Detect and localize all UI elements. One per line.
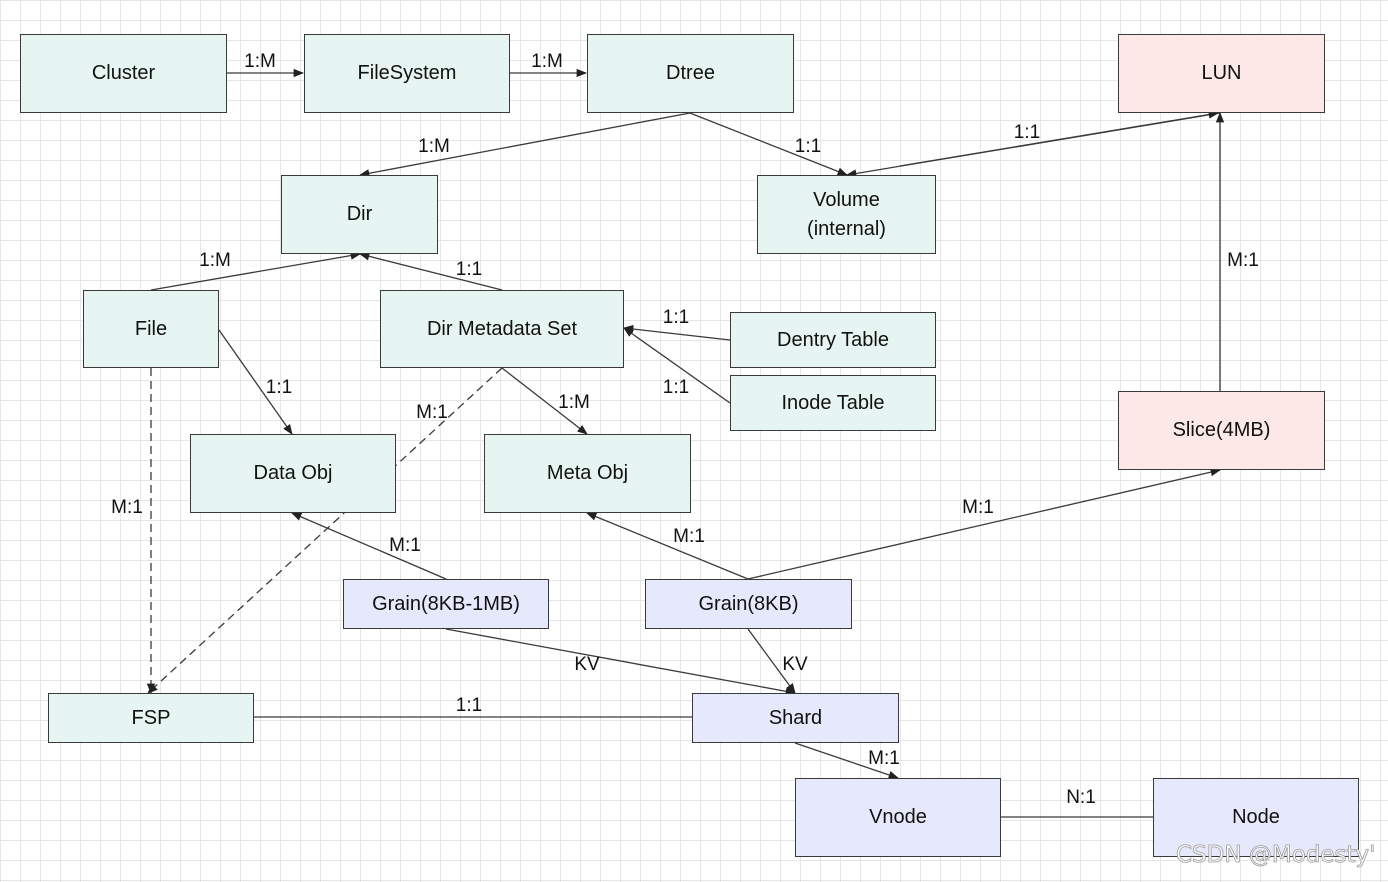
node-grain-8kb[interactable]: Grain(8KB): [645, 579, 852, 629]
edge-grainlarge-shard: [445, 628, 797, 696]
edge-label-grainlarge-shard: KV: [574, 654, 600, 675]
node-vnode[interactable]: Vnode: [795, 778, 1001, 857]
edge-label-shard-vnode: M:1: [868, 748, 900, 769]
edge-grainsmall-metaobj: [586, 512, 749, 580]
node-shard[interactable]: Shard: [692, 693, 899, 743]
node-cluster[interactable]: Cluster: [20, 34, 227, 113]
node-data-obj[interactable]: Data Obj: [190, 434, 396, 513]
edge-label-dtree-volume: 1:1: [794, 136, 822, 157]
edge-label-fsp-shard: 1:1: [455, 695, 483, 716]
edge-label-filesystem-dtree: 1:M: [531, 51, 563, 72]
node-meta-obj[interactable]: Meta Obj: [484, 434, 691, 513]
edge-label-grainsmall-shard: KV: [782, 654, 808, 675]
edge-label-grainsmall-metaobj: M:1: [673, 526, 705, 547]
node-dentry-table[interactable]: Dentry Table: [730, 312, 936, 368]
edge-label-cluster-filesystem: 1:M: [244, 51, 276, 72]
edge-dentry-dms: [622, 324, 731, 341]
edge-grainsmall-slice: [747, 468, 1222, 580]
edge-file-dataobj: [218, 329, 293, 435]
edge-label-slice-lun: M:1: [1227, 250, 1259, 271]
edge-shard-vnode: [794, 742, 899, 779]
node-filesystem[interactable]: FileSystem: [304, 34, 510, 113]
node-fsp[interactable]: FSP: [48, 693, 254, 743]
edge-label-vnode-node: N:1: [1066, 787, 1096, 808]
edge-label-file-fsp: M:1: [111, 497, 143, 518]
node-dir[interactable]: Dir: [281, 175, 438, 254]
edge-label-dms-metaobj: 1:M: [558, 392, 590, 413]
edge-dms-fsp: [147, 367, 503, 694]
edge-dtree-dir: [358, 112, 691, 178]
node-dtree[interactable]: Dtree: [587, 34, 794, 113]
node-lun[interactable]: LUN: [1118, 34, 1325, 113]
edge-lun-volume-start: [899, 110, 1220, 167]
node-grain-8kb-1mb[interactable]: Grain(8KB-1MB): [343, 579, 549, 629]
edge-grainsmall-shard: [747, 628, 796, 694]
edge-dms-dir: [358, 252, 503, 291]
watermark: CSDN @Modesty': [1176, 842, 1376, 869]
node-volume[interactable]: Volume (internal): [757, 175, 936, 254]
edge-file-dir: [150, 251, 362, 291]
edge-label-dtree-dir: 1:M: [418, 136, 450, 157]
edge-label-file-dataobj: 1:1: [265, 377, 293, 398]
edge-label-grainsmall-slice: M:1: [962, 497, 994, 518]
node-slice[interactable]: Slice(4MB): [1118, 391, 1325, 470]
edge-dms-metaobj: [501, 367, 588, 435]
node-inode-table[interactable]: Inode Table: [730, 375, 936, 431]
edge-label-lun-volume: 1:1: [1013, 122, 1041, 143]
edge-dtree-volume: [689, 112, 848, 176]
edge-label-grainlarge-dataobj: M:1: [389, 535, 421, 556]
edge-label-dms-dir: 1:1: [455, 259, 483, 280]
node-dir-metadata-set[interactable]: Dir Metadata Set: [380, 290, 624, 368]
edge-label-dentry-dms: 1:1: [662, 307, 690, 328]
edge-label-inode-dms: 1:1: [662, 377, 690, 398]
node-file[interactable]: File: [83, 290, 219, 368]
edge-inode-dms: [623, 327, 731, 404]
edge-grainlarge-dataobj: [291, 512, 447, 580]
node-node[interactable]: Node: [1153, 778, 1359, 857]
edge-label-dms-fsp: M:1: [416, 402, 448, 423]
edge-label-file-dir: 1:M: [199, 250, 231, 271]
